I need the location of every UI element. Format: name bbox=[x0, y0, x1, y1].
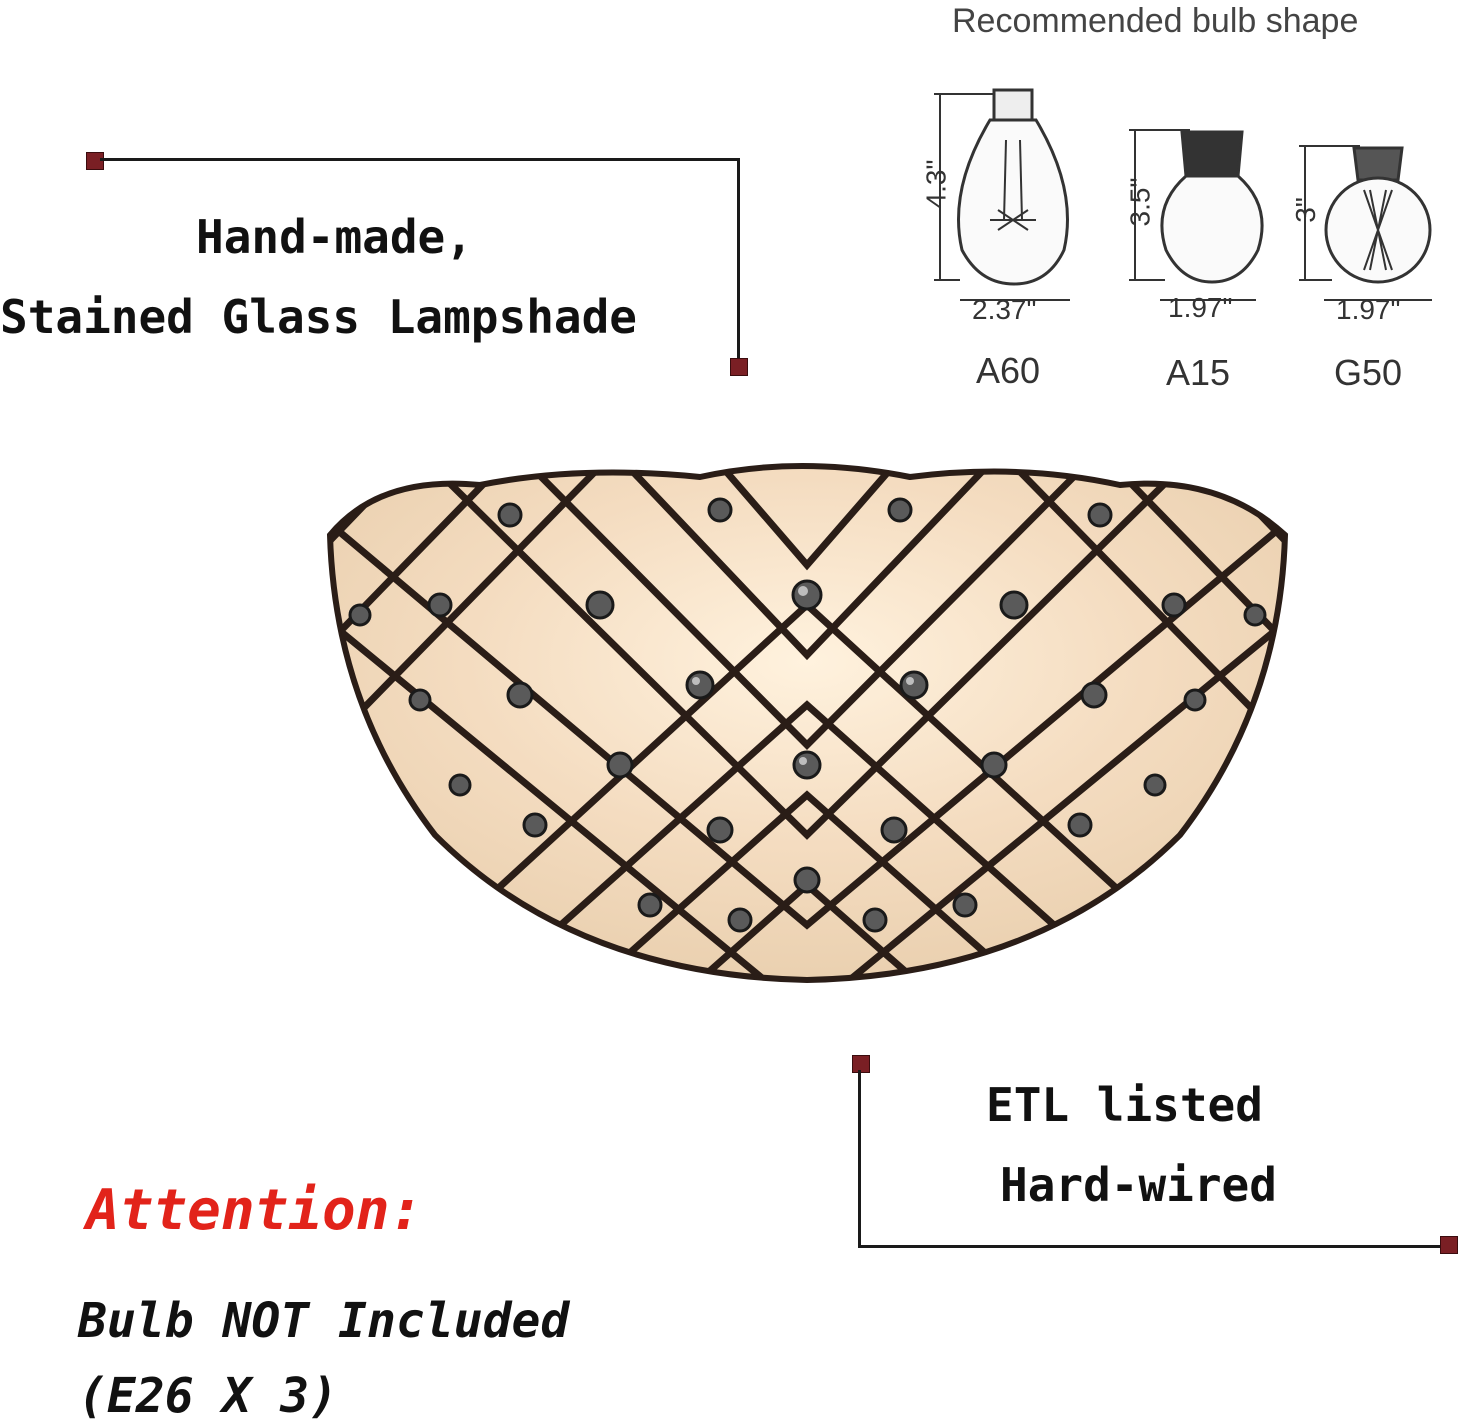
callout-line-horizontal-right bbox=[858, 1245, 1448, 1248]
callout-marker-bottom-right bbox=[1440, 1236, 1458, 1254]
bulb-g50-height: 3" bbox=[1289, 197, 1321, 223]
bulb-a15-icon bbox=[1129, 129, 1264, 301]
bulb-panel-title: Recommended bulb shape bbox=[952, 2, 1359, 40]
callout-line-horizontal-left bbox=[100, 158, 740, 161]
feature-handmade: Hand-made, bbox=[196, 210, 473, 264]
callout-marker-top-left bbox=[86, 152, 104, 170]
callout-marker-top-right bbox=[852, 1055, 870, 1073]
callout-marker-bottom-left bbox=[730, 358, 748, 376]
bulb-a15-label: A15 bbox=[1166, 352, 1231, 393]
bulb-a60-width: 2.37" bbox=[972, 294, 1037, 325]
bulb-g50-icon bbox=[1299, 145, 1432, 301]
bulb-a60-label: A60 bbox=[976, 350, 1041, 391]
bulb-g50-width: 1.97" bbox=[1336, 294, 1401, 325]
bulb-a60-icon bbox=[934, 88, 1070, 301]
bulb-a15-width: 1.97" bbox=[1168, 292, 1233, 323]
attention-e26-count: (E26 X 3) bbox=[78, 1368, 339, 1424]
callout-line-vertical-right bbox=[858, 1070, 861, 1248]
attention-bulb-not-included: Bulb NOT Included bbox=[78, 1293, 570, 1349]
feature-hard-wired: Hard-wired bbox=[1000, 1158, 1277, 1212]
stained-glass-lampshade-image bbox=[326, 463, 1289, 984]
attention-heading: Attention: bbox=[86, 1178, 424, 1243]
callout-line-vertical-left bbox=[737, 158, 740, 364]
bulb-g50-label: G50 bbox=[1334, 352, 1403, 393]
feature-stained-glass: Stained Glass Lampshade bbox=[0, 290, 637, 344]
bulb-a15-height: 3.5" bbox=[1124, 177, 1156, 227]
bulb-diagrams bbox=[934, 88, 1432, 301]
feature-etl-listed: ETL listed bbox=[986, 1078, 1263, 1132]
bulb-a60-height: 4.3" bbox=[920, 159, 952, 209]
